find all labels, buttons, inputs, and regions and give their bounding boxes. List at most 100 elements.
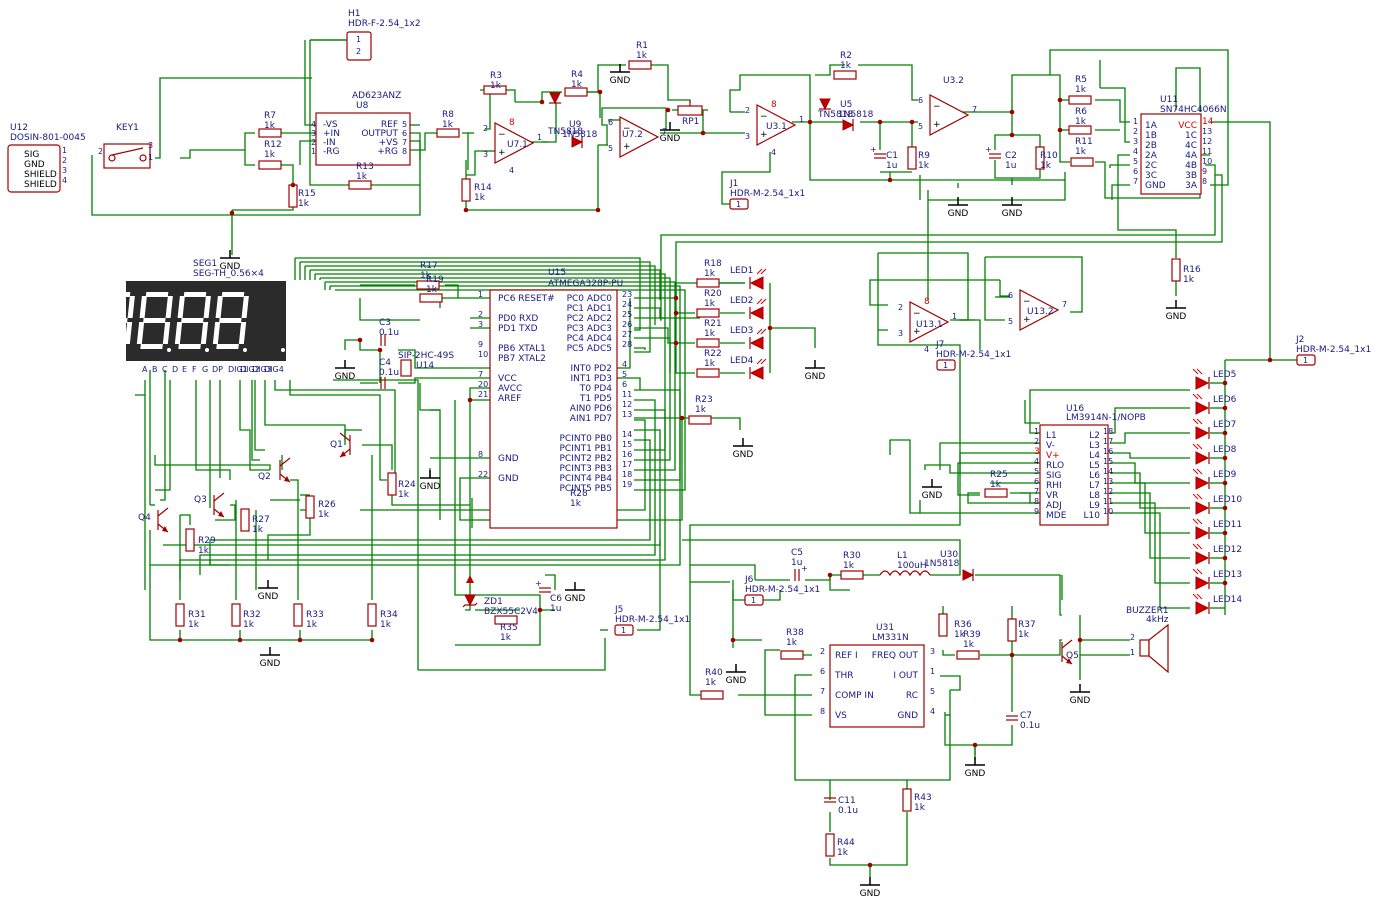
resistor-ref: R33 [306, 610, 324, 620]
resistor-ref: R29 [198, 536, 216, 546]
led-ref: LED10 [1213, 495, 1242, 505]
polarity: + [801, 564, 808, 573]
resistor-ref: R37 [1018, 620, 1036, 630]
gnd-label: GND [922, 491, 943, 501]
pin-num: 1 [751, 596, 756, 605]
wire [729, 74, 811, 122]
wire [251, 380, 260, 461]
u15-pin: AIN1 PD7 [570, 414, 612, 424]
wire [1059, 130, 1070, 163]
pin-num: 4 [311, 120, 316, 129]
wire [1110, 512, 1190, 609]
junction-dot [1222, 505, 1228, 511]
u15-value: ATMEGA328P-PU [548, 279, 623, 289]
pin-num: 5 [1034, 467, 1039, 476]
connector-value: HDR-M-2.54_1x1 [730, 189, 805, 199]
u31-pin: THR [834, 671, 854, 681]
wire [608, 377, 641, 390]
pin-num: 7 [1133, 177, 1138, 186]
minus-sign: − [933, 102, 941, 112]
pin-num: 3 [898, 329, 903, 338]
junction-dot [177, 637, 183, 643]
resistor-value: 1k [298, 199, 310, 209]
diode-value: 1N5818 [562, 130, 598, 140]
resistor [825, 833, 835, 857]
junction-dot [887, 177, 893, 183]
junction-dot [1009, 652, 1015, 658]
diode-icon [842, 119, 855, 131]
pin-num: 7 [1062, 300, 1067, 309]
polarity: + [985, 145, 992, 154]
pin-num: 18 [622, 470, 632, 479]
diode-ref: U5 [840, 100, 852, 110]
wire [829, 575, 850, 591]
u16-pin: L7 [1089, 481, 1100, 491]
wire [410, 132, 438, 151]
wire [232, 185, 294, 211]
h1-body [346, 31, 372, 61]
plus-sign: + [1023, 315, 1031, 325]
wire [195, 380, 231, 480]
gnd-icon [1166, 300, 1186, 309]
resistor [461, 178, 471, 202]
resistor-ref: R27 [252, 515, 270, 525]
opamp [494, 122, 535, 164]
pin-num: 11 [1103, 497, 1113, 506]
zener-value: BZX55C2V4 [484, 607, 538, 617]
opamp-ref: U13.1 [916, 320, 943, 330]
led-icon [1192, 543, 1210, 565]
wire [469, 387, 490, 401]
pin-num: 12 [622, 400, 632, 409]
u16-pin: L10 [1084, 511, 1101, 521]
pin-num: 4 [771, 148, 776, 157]
pin-num: 11 [622, 390, 632, 399]
gnd-icon [335, 360, 355, 369]
wire [330, 285, 681, 481]
pin-num: 1 [537, 133, 542, 142]
gnd-icon [805, 360, 825, 369]
pin-num: 10 [1103, 507, 1113, 516]
u16-pin: L8 [1089, 491, 1100, 501]
pin-num: 8 [1202, 177, 1207, 186]
led-icon [1192, 493, 1210, 515]
wire [179, 630, 240, 641]
resistor [494, 615, 518, 625]
capacitor-value: 1u [791, 558, 802, 568]
junction-dot [767, 325, 773, 331]
gnd-icon [965, 757, 985, 766]
pin-num: 27 [622, 330, 632, 339]
pin-num: 7 [972, 105, 977, 114]
resistor [258, 128, 282, 138]
led-icon [749, 358, 767, 380]
gnd-label: GND [726, 676, 747, 686]
seg-pin: DIG4 [264, 365, 284, 374]
junction-dot [297, 637, 303, 643]
wire [860, 121, 881, 150]
u11-pin: 4A [1185, 151, 1198, 161]
resistor-value: 1k [198, 546, 210, 556]
seg-pin: F [192, 365, 197, 374]
wire [959, 452, 1040, 475]
resistor-ref: R44 [837, 838, 855, 848]
opamp-ref: U13.2 [1027, 307, 1054, 317]
pin-num: 21 [478, 390, 488, 399]
resistor-ref: R8 [442, 110, 454, 120]
wire [239, 630, 300, 641]
resistor-ref: RP1 [682, 117, 699, 127]
gnd-icon [733, 438, 753, 447]
junction-dot [909, 119, 915, 125]
resistor-value: 1k [1075, 85, 1087, 95]
pin-num: 3 [62, 166, 67, 175]
u12-body [7, 144, 61, 193]
resistor-value: 1k [356, 172, 368, 182]
pin-num: 6 [1133, 167, 1138, 176]
seg-digit [136, 292, 209, 352]
resistor-value: 1k [570, 499, 582, 509]
led-icon [749, 268, 767, 290]
plus-sign: + [913, 327, 921, 337]
led-ref: LED6 [1213, 395, 1237, 405]
junction-dot [673, 340, 679, 346]
wire [515, 91, 562, 103]
pin-num: 1 [930, 667, 935, 676]
wire [465, 575, 471, 611]
